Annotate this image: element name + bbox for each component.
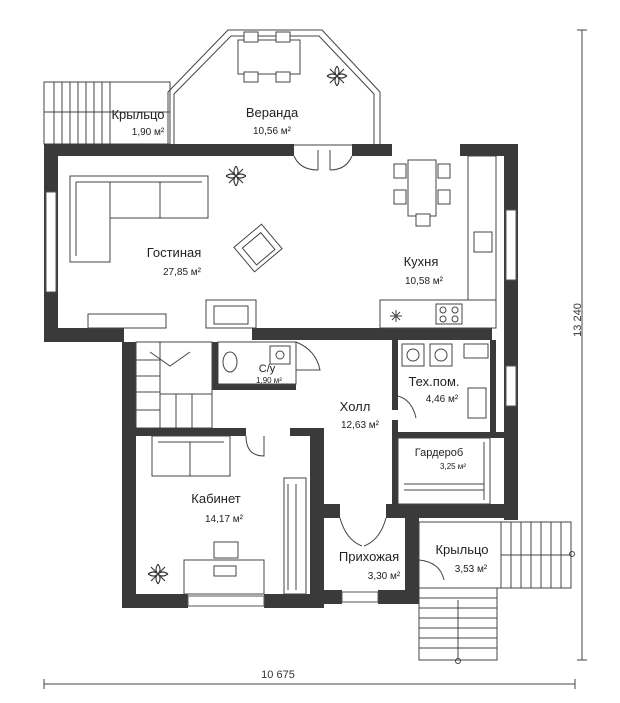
room-name-wc: С/у — [259, 363, 276, 375]
room-name-entry: Прихожая — [339, 549, 399, 564]
porch-top-stairs — [44, 82, 170, 144]
room-name-living: Гостиная — [147, 245, 202, 260]
armchair-icon — [233, 223, 283, 273]
room-area-kitchen: 10,58 м² — [405, 276, 444, 287]
room-area-wc: 1,90 м² — [256, 376, 282, 385]
room-area-wardrobe: 3,25 м² — [440, 462, 466, 471]
dimension-height-label: 13 240 — [572, 303, 584, 337]
wc-furniture — [217, 341, 321, 385]
windows — [45, 191, 517, 607]
kitchen-furniture — [379, 155, 497, 329]
entry-door — [339, 517, 445, 581]
plant-icon — [225, 165, 247, 187]
plant-icon — [326, 65, 348, 87]
room-area-veranda: 10,56 м² — [253, 126, 292, 137]
interior-stairs — [135, 341, 213, 429]
dimension-width: 10 675 — [43, 669, 576, 689]
room-name-porch-bottom: Крыльцо — [435, 542, 488, 557]
living-furniture — [69, 165, 283, 329]
room-area-study: 14,17 м² — [205, 514, 244, 525]
veranda-door — [293, 150, 353, 171]
room-name-hall: Холл — [340, 399, 371, 414]
room-name-study: Кабинет — [191, 491, 240, 506]
veranda-table — [237, 31, 301, 83]
wardrobe-furniture — [397, 437, 491, 505]
room-area-porch-top: 1,90 м² — [132, 127, 165, 138]
room-name-wardrobe: Гардероб — [415, 447, 463, 459]
room-area-hall: 12,63 м² — [341, 420, 380, 431]
room-name-porch-top: Крыльцо — [111, 107, 164, 122]
porch-bottom — [418, 521, 575, 664]
room-area-porch-bottom: 3,53 м² — [455, 564, 488, 575]
room-area-living: 27,85 м² — [163, 267, 202, 278]
plant-icon — [147, 563, 169, 585]
room-area-entry: 3,30 м² — [368, 571, 401, 582]
dimension-width-label: 10 675 — [261, 669, 295, 681]
room-name-tech: Тех.пом. — [408, 374, 459, 389]
porch-bottom-right-stairs — [500, 521, 575, 589]
study-furniture — [147, 435, 307, 595]
room-name-kitchen: Кухня — [404, 254, 439, 269]
room-area-tech: 4,46 м² — [426, 394, 459, 405]
room-name-veranda: Веранда — [246, 105, 299, 120]
porch-bottom-front-stairs — [418, 587, 498, 664]
dimension-height: 13 240 — [572, 29, 587, 661]
tech-furniture — [397, 343, 489, 419]
